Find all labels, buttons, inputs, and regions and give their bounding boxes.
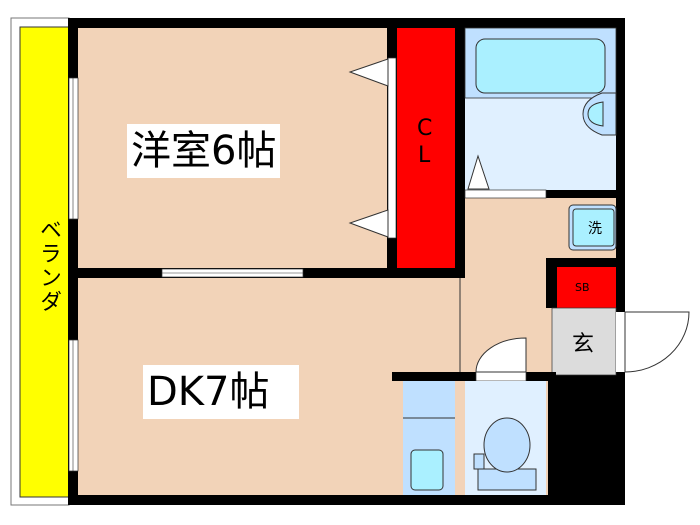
bath-door-icon: [467, 154, 490, 190]
dk-upper-extension: [387, 268, 465, 278]
window-western[interactable]: [68, 77, 79, 220]
basin-icon: [587, 101, 604, 127]
closet-label-l: L: [418, 143, 431, 168]
closet: [397, 28, 455, 268]
window-dk[interactable]: [68, 339, 79, 472]
laundry-label: 洗: [588, 221, 602, 237]
western-room-label: 洋室6帖: [127, 124, 281, 178]
dk-label: DK7帖: [143, 365, 300, 419]
entrance-door-gap: [616, 312, 625, 372]
toilet-icon: [483, 417, 531, 473]
washer-icon: [572, 208, 615, 247]
entrance-door[interactable]: [624, 311, 690, 373]
closet-door-icon-bottom: [348, 209, 389, 238]
paper-holder-icon: [473, 453, 485, 470]
toilet-door-swing: [475, 337, 527, 373]
wash-basin-icon: [410, 449, 444, 491]
entrance-label: 玄: [572, 332, 595, 357]
lower-wall: [392, 372, 556, 381]
bath-wall-bottom: [546, 190, 616, 198]
closet-label-c: C: [417, 116, 433, 141]
closet-door-icon-top: [348, 58, 389, 87]
closet-door[interactable]: [387, 57, 397, 239]
bath-door[interactable]: [464, 189, 547, 199]
balcony-floor: [19, 26, 70, 498]
bathtub-icon: [475, 38, 606, 94]
shoe-box-label: SB: [575, 281, 590, 294]
entrance: [551, 307, 617, 376]
toilet-door[interactable]: [475, 371, 527, 382]
balcony-label: ベランダ: [36, 218, 61, 314]
shoe-box: [557, 267, 616, 308]
